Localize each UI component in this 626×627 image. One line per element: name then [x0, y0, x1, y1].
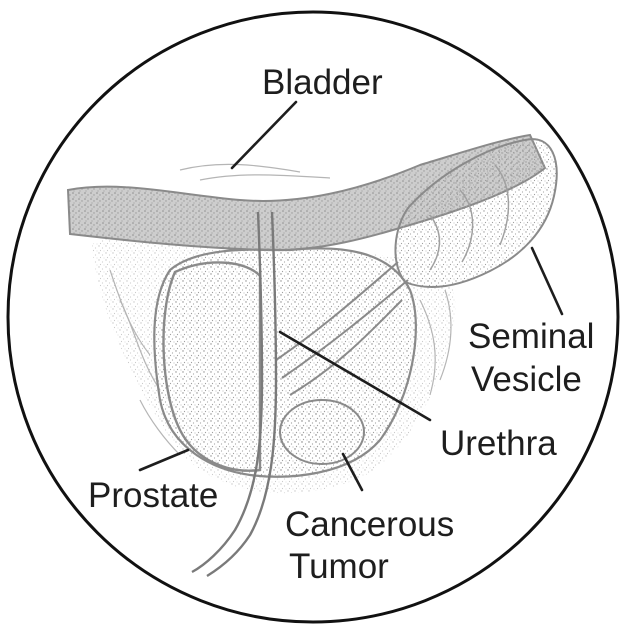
tumor-shape: [280, 400, 364, 464]
label-prostate: Prostate: [88, 476, 218, 515]
label-bladder: Bladder: [262, 63, 383, 102]
label-seminal-vesicle-line2: Vesicle: [471, 360, 582, 399]
label-seminal-vesicle-line1: Seminal: [468, 317, 594, 356]
label-urethra: Urethra: [440, 424, 557, 463]
label-cancerous-tumor-line2: Tumor: [289, 547, 389, 586]
label-cancerous-tumor-line1: Cancerous: [285, 505, 454, 544]
